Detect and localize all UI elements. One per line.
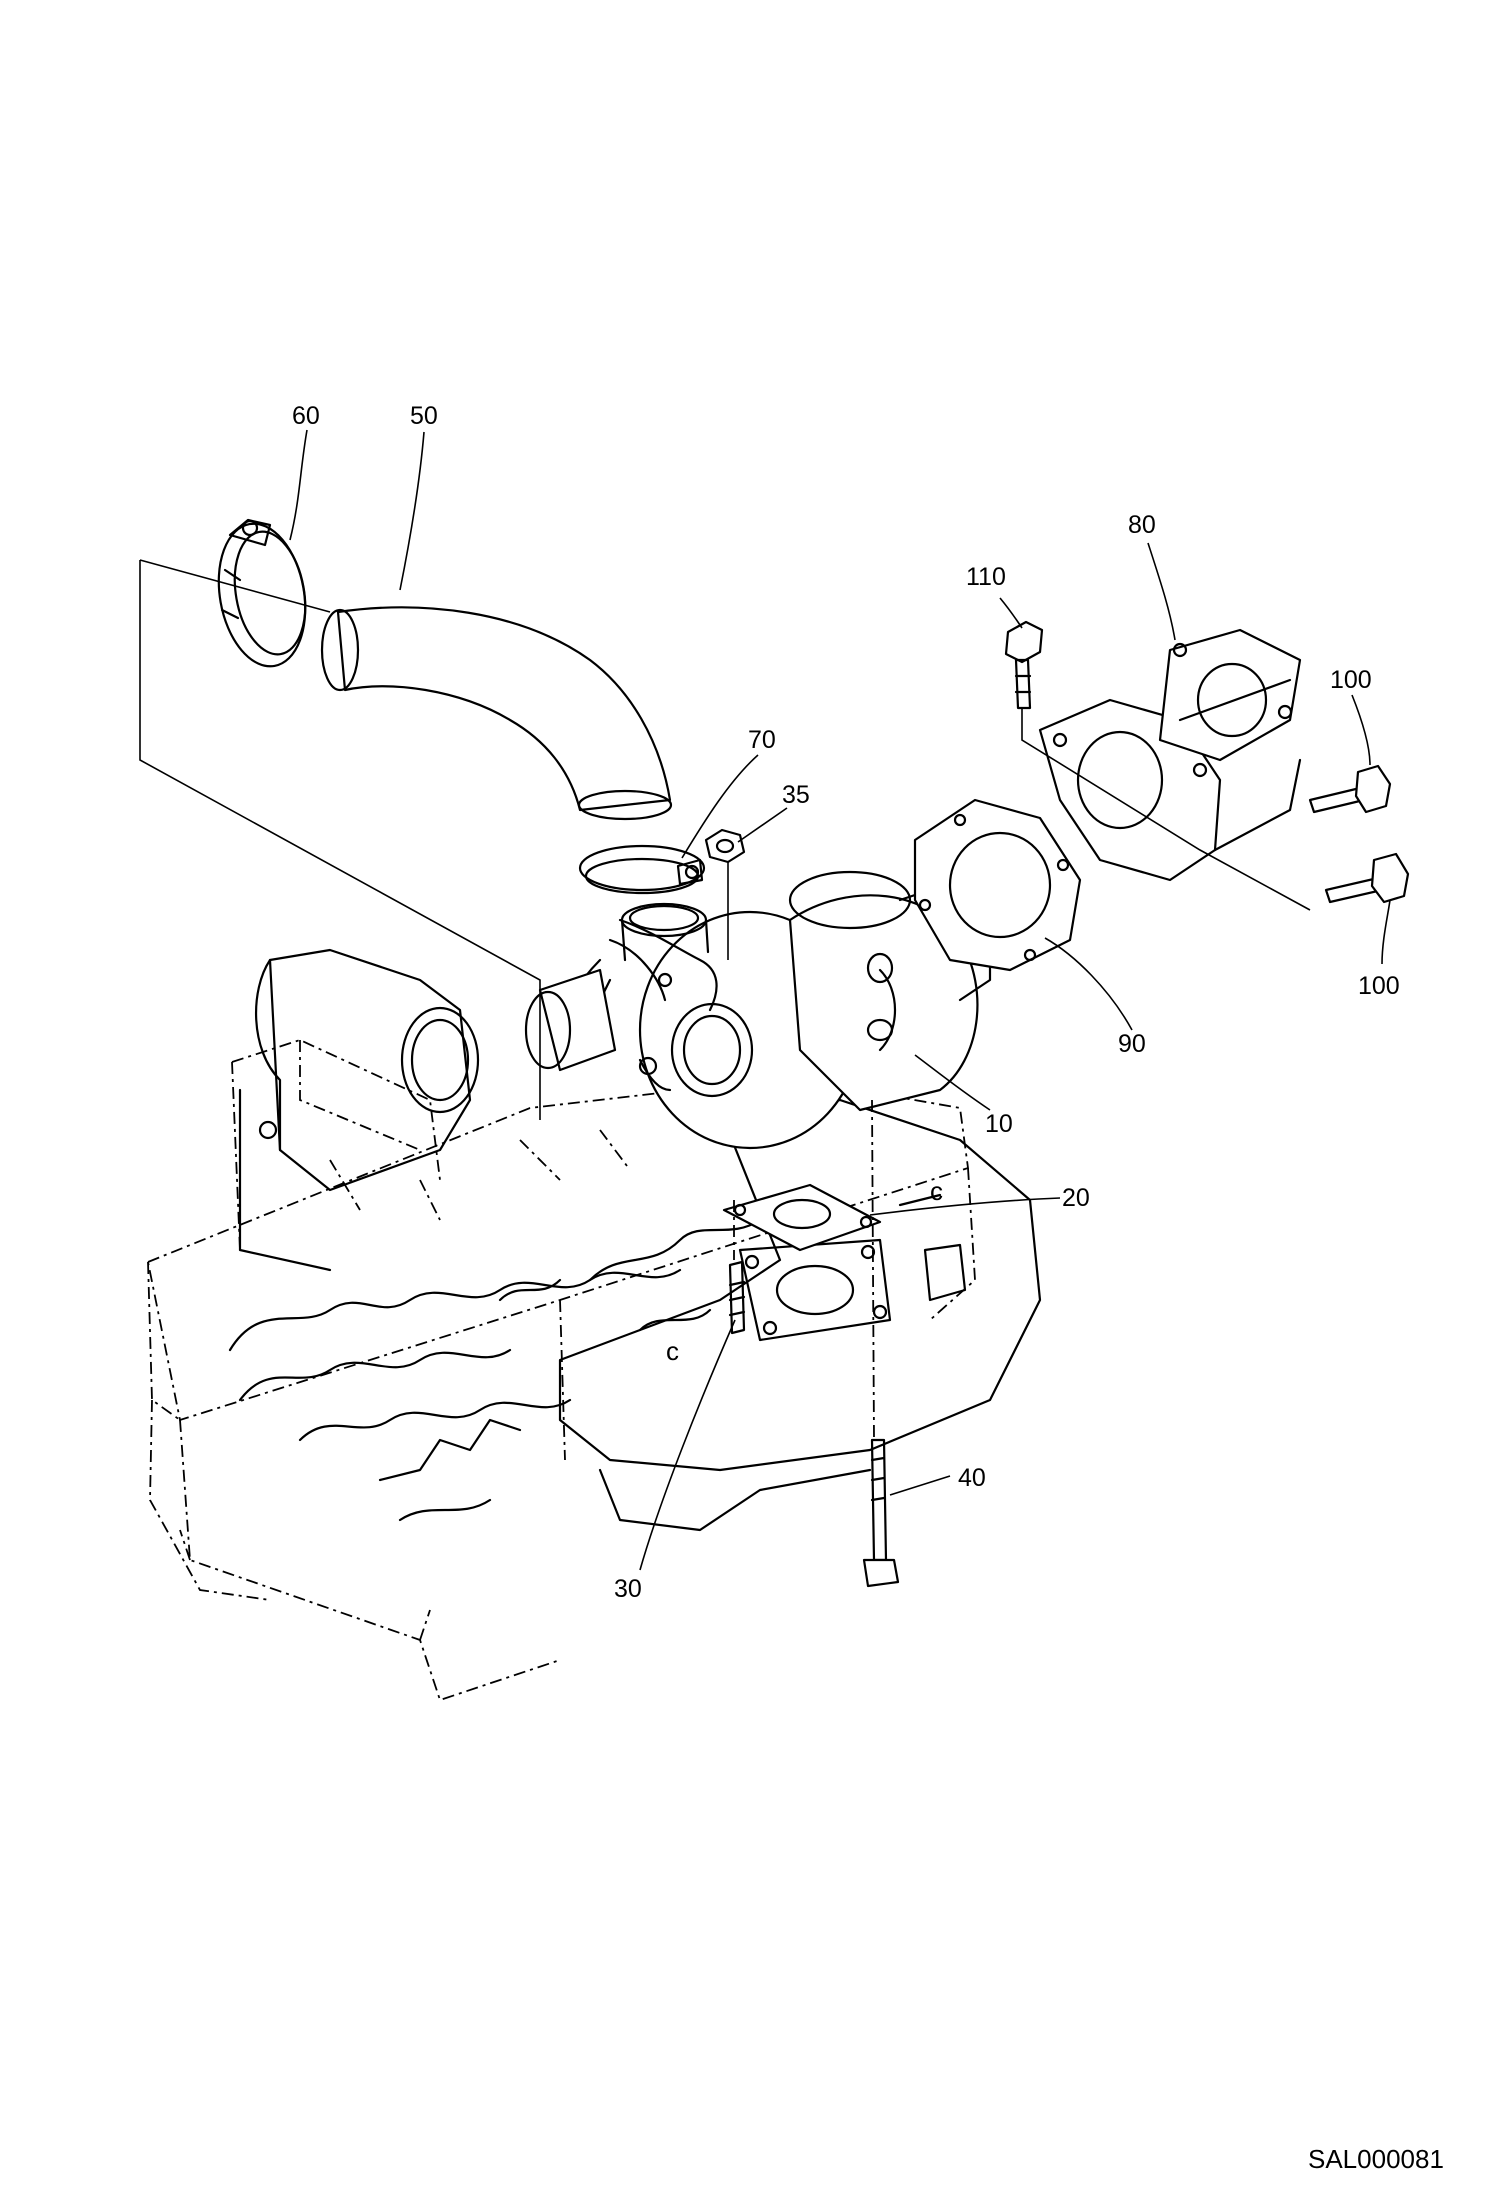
bolt-40 [862, 1438, 900, 1588]
intake-hose-50 [320, 606, 673, 821]
hose-clamp-60 [217, 518, 307, 668]
callout-90: 90 [1118, 1030, 1146, 1058]
engine-block-outline [146, 1039, 976, 1702]
assembly-alignment-lines [139, 559, 1311, 1441]
callout-80: 80 [1128, 511, 1156, 539]
exhaust-elbow-80 [1038, 628, 1302, 882]
callout-40: 40 [958, 1464, 986, 1492]
callout-70: 70 [748, 726, 776, 754]
turbocharger-10 [524, 870, 992, 1150]
callout-110: 110 [966, 563, 1006, 591]
callout-100-lower: 100 [1358, 972, 1400, 1000]
stud-30 [728, 1260, 746, 1335]
nut-35 [704, 828, 746, 864]
hose-clamp-70 [578, 844, 706, 895]
bolt-110 [1004, 620, 1044, 710]
callout-labels: 60 50 80 110 100 70 35 100 90 10 20 40 3… [292, 402, 1400, 1603]
gasket-20 [722, 1183, 882, 1252]
callout-10: 10 [985, 1110, 1013, 1138]
callout-30: 30 [614, 1575, 642, 1603]
casting-mark-c: c [666, 1336, 679, 1366]
callout-leaders [289, 429, 1391, 1571]
intake-elbow-housing [238, 948, 480, 1272]
bolt-100-lower [1324, 852, 1410, 904]
callout-20: 20 [1062, 1184, 1090, 1212]
cylinder-head-ports [228, 1218, 762, 1522]
callout-100-upper: 100 [1330, 666, 1372, 694]
callout-35: 35 [782, 781, 810, 809]
gasket-90 [913, 798, 1082, 972]
bolt-100-upper [1308, 764, 1392, 814]
callout-60: 60 [292, 402, 320, 430]
exhaust-manifold: c c [558, 1098, 1042, 1532]
callout-50: 50 [410, 402, 438, 430]
drawing-reference-code: SAL000081 [1308, 2144, 1444, 2174]
casting-mark-c: c [930, 1176, 943, 1206]
